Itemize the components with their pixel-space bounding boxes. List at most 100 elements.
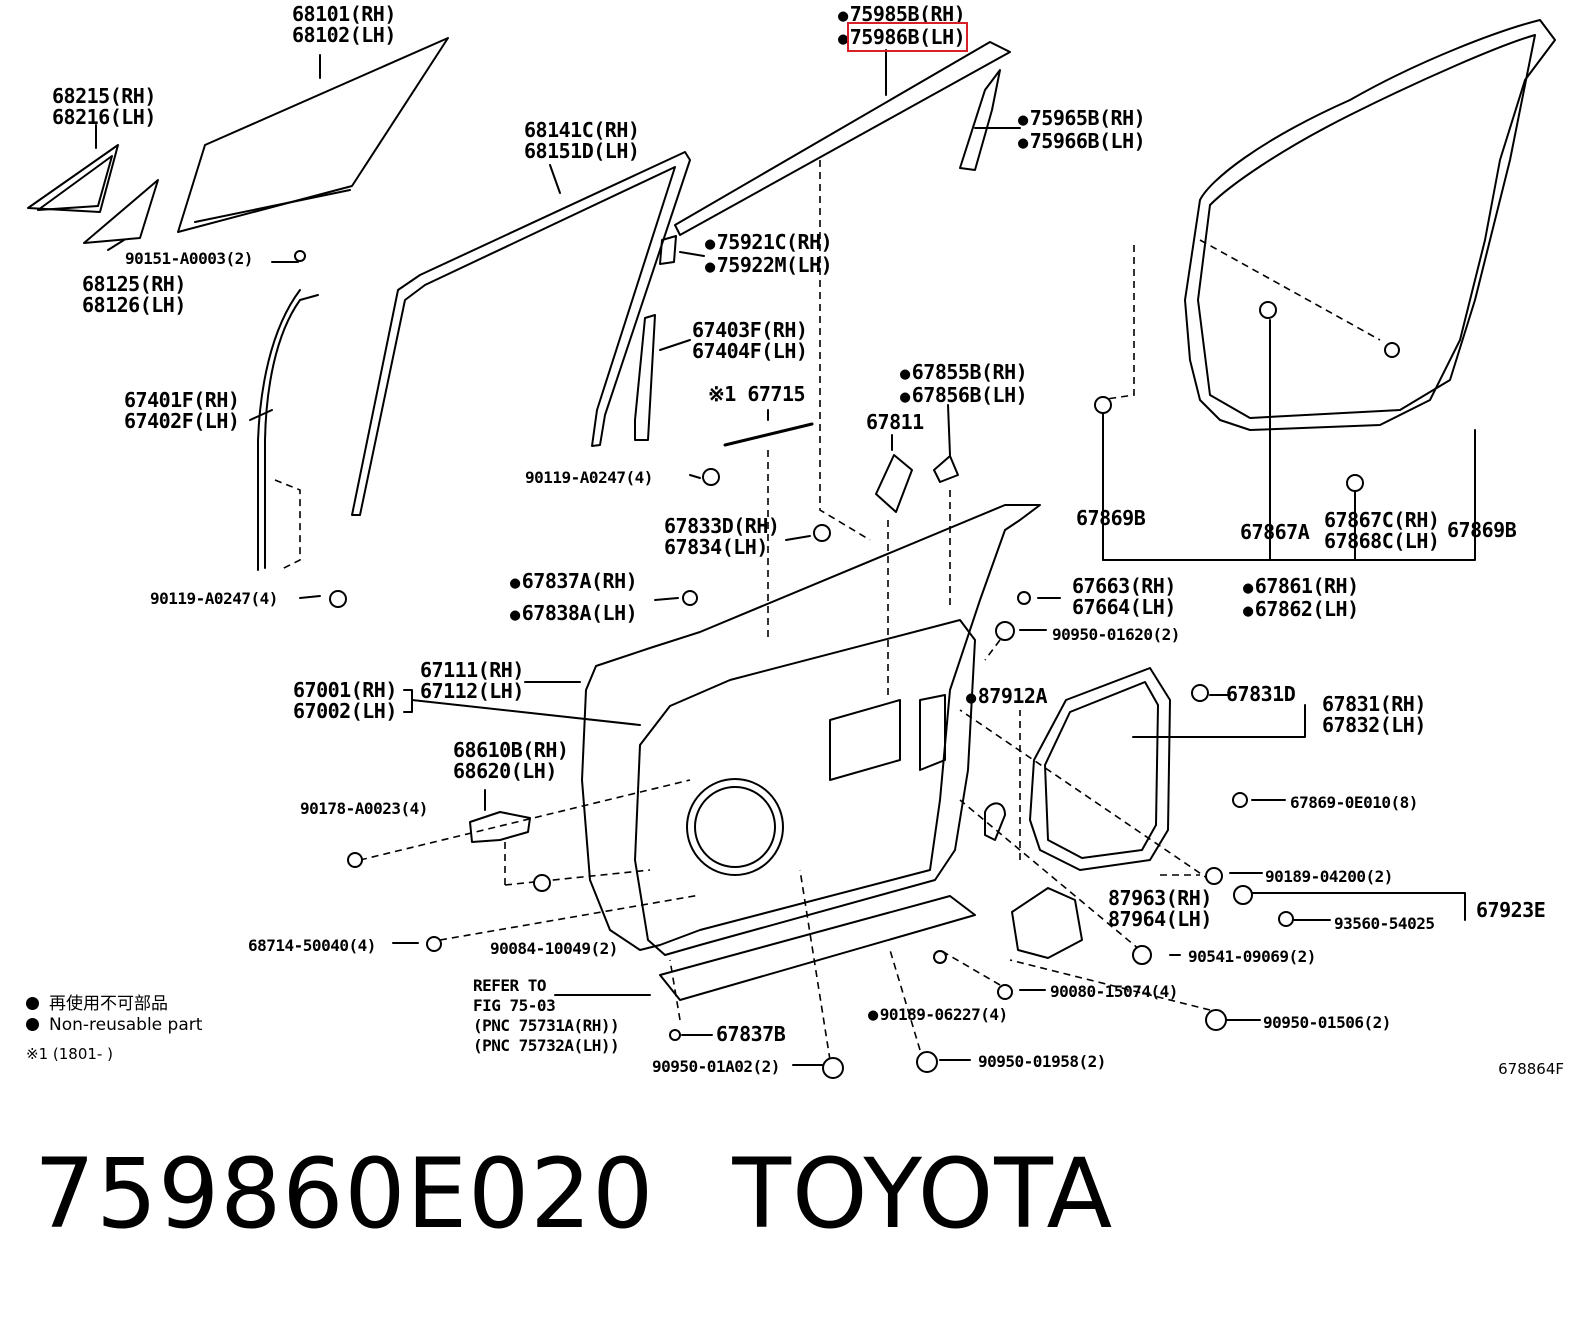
part-number-lh: 67664(LH)	[1072, 595, 1176, 619]
callout-90950-01958[interactable]: 90950-01958(2)	[978, 1051, 1106, 1072]
callout-90119-A0247-upper[interactable]: 90119-A0247(4)	[525, 467, 653, 488]
callout-67833D[interactable]: 67833D(RH)67834(LH)	[664, 514, 780, 559]
callout-68714-50040[interactable]: 68714-50040(4)	[248, 935, 376, 956]
callout-87912A[interactable]: 87912A	[966, 686, 1048, 709]
highlighted-part-number[interactable]: 75986B(LH)	[846, 22, 969, 52]
callout-67831D[interactable]: 67831D	[1226, 682, 1296, 706]
callout-67855B[interactable]: 67855B(RH)67856B(LH)	[900, 362, 1028, 408]
callout-90084-10049[interactable]: 90084-10049(2)	[490, 938, 618, 959]
callout-68101[interactable]: 68101(RH)68102(LH)	[292, 4, 396, 46]
part-number: 67811	[866, 410, 924, 434]
callout-67663[interactable]: 67663(RH)67664(LH)	[1072, 576, 1176, 618]
run-channel-front	[264, 294, 319, 569]
callout-90950-01A02[interactable]: 90950-01A02(2)	[652, 1056, 780, 1077]
part-number-rh: 75965B(RH)	[1018, 108, 1146, 131]
exploded-parts-diagram	[27, 19, 1556, 1079]
part-number-rh: 67861(RH)	[1243, 576, 1359, 599]
callout-67869B-left[interactable]: 67869B	[1076, 506, 1146, 530]
part-number-lh: 75966B(LH)	[1018, 131, 1146, 154]
part-number-rh: 67403F(RH)	[692, 318, 808, 342]
pad	[875, 454, 913, 513]
part-number-lh: 68126(LH)	[82, 293, 186, 317]
part-number: 90119-A0247(4)	[150, 589, 278, 608]
part-number-lh: 67404F(LH)	[692, 339, 808, 363]
callout-68125[interactable]: 68125(RH)68126(LH)	[82, 274, 186, 316]
part-number-rh: 67837A(RH)	[510, 566, 638, 598]
door-check	[469, 811, 531, 843]
pillar-moulding	[959, 69, 1001, 171]
callout-67837A[interactable]: 67837A(RH)67838A(LH)	[510, 566, 638, 630]
callout-90151-A0003[interactable]: 90151-A0003(2)	[125, 248, 253, 269]
part-number-rh: 67833D(RH)	[664, 514, 780, 538]
callout-67837B[interactable]: 67837B	[716, 1024, 786, 1045]
door-weatherstrip	[1184, 19, 1556, 431]
callout-67869-0E010[interactable]: 67869-0E010(8)	[1290, 792, 1418, 813]
part-number-lh: 75986B(LH)	[838, 22, 969, 52]
part-number: 90950-01506(2)	[1263, 1013, 1391, 1032]
callout-67715[interactable]: ※1 67715	[708, 384, 806, 405]
lower-moulding	[659, 895, 976, 1001]
callout-75985B[interactable]: 75985B(RH)75986B(LH)	[838, 4, 969, 52]
callout-67001[interactable]: 67001(RH)67002(LH)	[293, 680, 397, 722]
part-number: 68714-50040(4)	[248, 936, 376, 955]
callout-67867A[interactable]: 67867A	[1240, 520, 1310, 544]
callout-93560-54025[interactable]: 93560-54025	[1334, 913, 1435, 934]
part-number: 67831D	[1226, 682, 1296, 706]
bullet-icon	[26, 1018, 39, 1031]
quarter-glass	[83, 179, 159, 244]
part-number-rh: 67001(RH)	[293, 678, 397, 702]
part-number: 87912A	[966, 686, 1048, 709]
callout-90950-01506[interactable]: 90950-01506(2)	[1263, 1012, 1391, 1033]
figure-ref: FIG 75-03	[473, 996, 556, 1015]
part-number-lh: 67112(LH)	[420, 679, 524, 703]
callout-68215[interactable]: 68215(RH)68216(LH)	[52, 86, 156, 128]
part-number: 90178-A0023(4)	[300, 799, 428, 818]
part-number-lh: 67832(LH)	[1322, 713, 1426, 737]
callout-90189-06227[interactable]: 90189-06227(4)	[868, 1004, 1008, 1026]
part-number-rh: 68610B(RH)	[453, 738, 569, 762]
part-number-rh: 68125(RH)	[82, 272, 186, 296]
callout-90541-09069[interactable]: 90541-09069(2)	[1188, 946, 1316, 967]
callout-67111[interactable]: 67111(RH)67112(LH)	[420, 660, 524, 702]
part-number: 67869B	[1076, 506, 1146, 530]
glass-run	[351, 151, 691, 516]
callout-75965B[interactable]: 75965B(RH)75966B(LH)	[1018, 108, 1146, 154]
callout-67811[interactable]: 67811	[866, 412, 924, 433]
part-number-rh: 67111(RH)	[420, 658, 524, 682]
callout-67401F[interactable]: 67401F(RH)67402F(LH)	[124, 390, 240, 432]
part-number: 67867A	[1240, 520, 1310, 544]
door-outer-panel	[581, 504, 1041, 951]
callout-90189-04200[interactable]: 90189-04200(2)	[1265, 866, 1393, 887]
part-number-lh: 67834(LH)	[664, 535, 768, 559]
callout-90119-A0247-lower[interactable]: 90119-A0247(4)	[150, 588, 278, 609]
callout-67867C[interactable]: 67867C(RH)67868C(LH)	[1324, 510, 1440, 552]
part-number: 90950-01620(2)	[1052, 625, 1180, 644]
bullet-icon	[26, 997, 39, 1010]
callout-90178-A0023[interactable]: 90178-A0023(4)	[300, 798, 428, 819]
callout-67869B-right[interactable]: 67869B	[1447, 518, 1517, 542]
callout-67831[interactable]: 67831(RH)67832(LH)	[1322, 694, 1426, 736]
callout-90950-01620[interactable]: 90950-01620(2)	[1052, 624, 1180, 645]
callout-75921C[interactable]: 75921C(RH)75922M(LH)	[705, 232, 833, 278]
door-inner-panel	[634, 619, 976, 956]
part-number-rh: 68141C(RH)	[524, 118, 640, 142]
part-number: 90080-15074(4)	[1050, 982, 1178, 1001]
callout-67403F[interactable]: 67403F(RH)67404F(LH)	[692, 318, 808, 363]
callout-68141C[interactable]: 68141C(RH)68151D(LH)	[524, 118, 640, 162]
callout-68610B[interactable]: 68610B(RH)68620(LH)	[453, 738, 569, 782]
door-glass	[177, 37, 449, 233]
part-number-rh: 68101(RH)	[292, 2, 396, 26]
callout-67923E[interactable]: 67923E	[1476, 900, 1546, 921]
callout-87963[interactable]: 87963(RH)87964(LH)	[1108, 888, 1212, 930]
part-number: 67869B	[1447, 518, 1517, 542]
part-number-lh: 67856B(LH)	[900, 385, 1028, 408]
belt-moulding-strip	[674, 41, 1011, 236]
callout-90080-15074[interactable]: 90080-15074(4)	[1050, 981, 1178, 1002]
illustration-reference-id: 678864F	[1498, 1060, 1564, 1078]
callout-67861[interactable]: 67861(RH)67862(LH)	[1243, 576, 1359, 622]
part-number-rh: 67831(RH)	[1322, 692, 1426, 716]
speaker-opening	[686, 778, 784, 876]
part-number-lh: 68102(LH)	[292, 23, 396, 47]
service-cover	[1029, 667, 1171, 871]
